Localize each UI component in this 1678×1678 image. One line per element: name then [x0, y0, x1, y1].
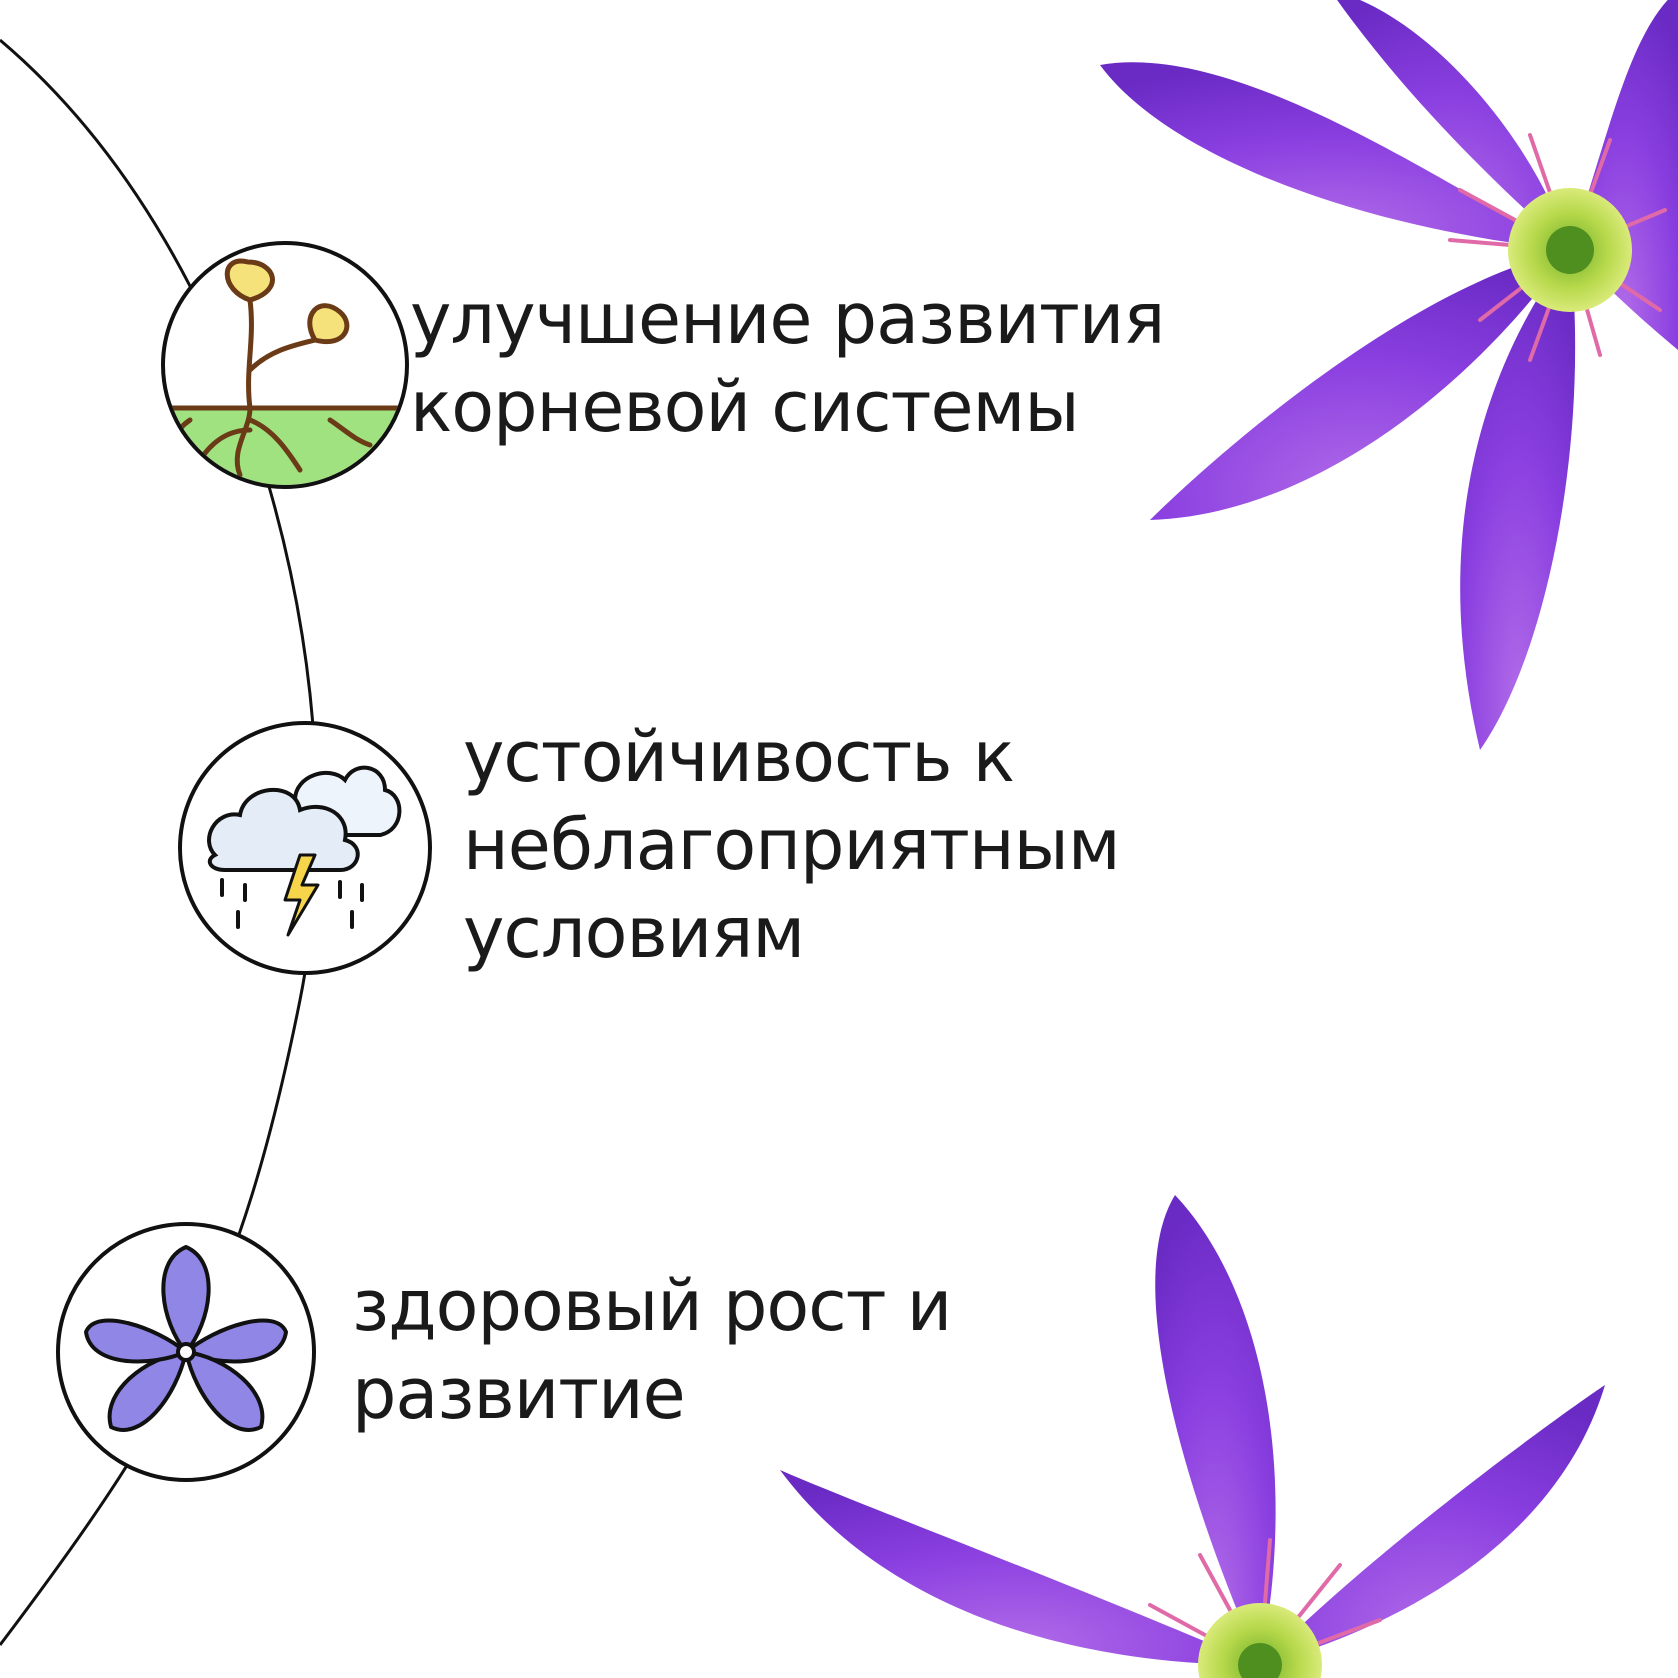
clematis-flower-bottom-icon — [780, 1195, 1605, 1678]
feature-text-roots: улучшение развития корневой системы — [410, 275, 1165, 451]
feature-line: развитие — [352, 1353, 686, 1435]
feature-text-growth: здоровый рост и развитие — [352, 1262, 952, 1438]
feature-line: улучшение развития — [410, 278, 1165, 360]
feature-text-resilience: устойчивость к неблагоприятным условиям — [463, 713, 1121, 977]
feature-line: здоровый рост и — [352, 1265, 952, 1347]
violet-flower-icon — [56, 1222, 316, 1482]
feature-line: корневой системы — [410, 366, 1080, 448]
feature-line: неблагоприятным — [463, 804, 1121, 886]
feature-line: устойчивость к — [463, 716, 1015, 798]
feature-line: условиям — [463, 892, 805, 974]
clematis-flower-top-icon — [1100, 0, 1678, 750]
sprout-roots-icon — [161, 241, 409, 489]
storm-cloud-icon — [178, 721, 432, 975]
